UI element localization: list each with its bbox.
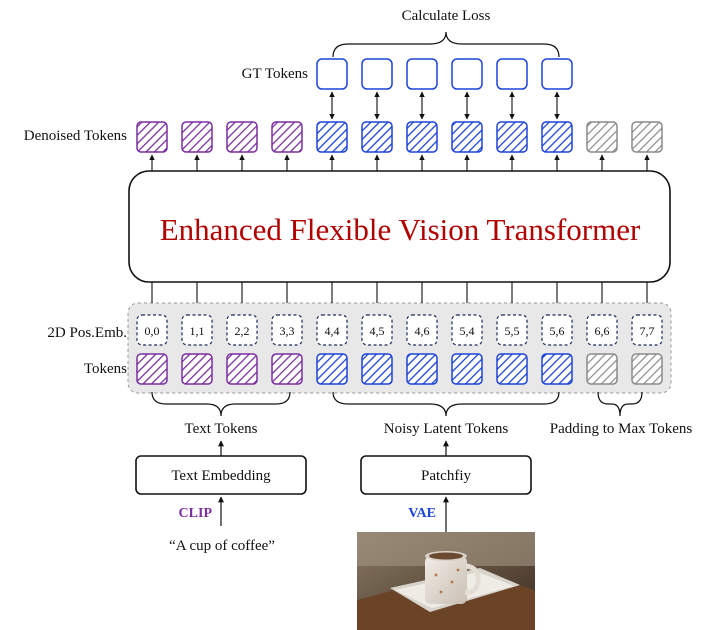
pos-emb-value: 0,0 [145, 324, 160, 338]
padding-tokens-label: Padding to Max Tokens [550, 421, 693, 437]
input-token-latent [541, 353, 573, 385]
input-tokens-row [136, 353, 663, 385]
input-token-latent [451, 353, 483, 385]
pos-emb-box [316, 314, 348, 346]
denoised-token-text [226, 121, 258, 153]
prompt-text: “A cup of coffee” [169, 538, 275, 554]
noisy-latent-tokens-label: Noisy Latent Tokens [384, 421, 509, 437]
denoised-token-latent [361, 121, 393, 153]
pos-emb-box [181, 314, 213, 346]
loss-brace [332, 31, 560, 58]
tokens-row-label: Tokens [84, 361, 127, 377]
pos-emb-box [361, 314, 393, 346]
pos-emb-value: 4,4 [325, 324, 340, 338]
pos-emb-box [451, 314, 483, 346]
pos-emb-value: 4,5 [370, 324, 385, 338]
denoised-tokens-label: Denoised Tokens [24, 128, 127, 144]
input-token-latent [496, 353, 528, 385]
denoised-token-text [136, 121, 168, 153]
denoised-token-latent [406, 121, 438, 153]
gt-token [496, 58, 528, 90]
text-tokens-label: Text Tokens [184, 421, 257, 437]
pos-emb-box [226, 314, 258, 346]
denoised-tokens-row [136, 121, 663, 153]
pos-emb-box [586, 314, 618, 346]
gt-token [361, 58, 393, 90]
transformer-block [128, 170, 671, 283]
output-arrows [149, 154, 650, 171]
text-tokens-brace [151, 391, 291, 417]
input-token-latent [361, 353, 393, 385]
denoised-token-text [181, 121, 213, 153]
pos-emb-box [136, 314, 168, 346]
denoised-token-latent [451, 121, 483, 153]
pos-emb-box [631, 314, 663, 346]
pos-emb-value: 3,3 [280, 324, 295, 338]
gt-token [406, 58, 438, 90]
denoised-token-latent [541, 121, 573, 153]
gt-token [316, 58, 348, 90]
input-token-text [226, 353, 258, 385]
transformer-input-lines [151, 282, 648, 303]
input-token-text [271, 353, 303, 385]
pos-emb-value: 6,6 [595, 324, 610, 338]
gt-token [451, 58, 483, 90]
input-token-latent [316, 353, 348, 385]
input-token-text [136, 353, 168, 385]
text-embedding-label: Text Embedding [171, 468, 271, 484]
pos-emb-value: 5,6 [550, 324, 565, 338]
pos-emb-box [496, 314, 528, 346]
pos-emb-label: 2D Pos.Emb. [47, 325, 127, 341]
input-tokens-container [127, 302, 672, 394]
gt-tokens-label: GT Tokens [242, 66, 308, 82]
patchify-box [360, 455, 532, 495]
gt-tokens-row [316, 58, 573, 120]
patchify-label: Patchfiy [421, 468, 471, 484]
pos-emb-box [406, 314, 438, 346]
pos-emb-value: 2,2 [235, 324, 250, 338]
text-embedding-box [135, 455, 307, 495]
denoised-token-latent [496, 121, 528, 153]
input-token-pad [586, 353, 618, 385]
padding-tokens-brace [597, 391, 643, 417]
input-token-latent [406, 353, 438, 385]
latent-tokens-brace [332, 391, 560, 417]
clip-label: CLIP [179, 506, 213, 521]
calculate-loss-label: Calculate Loss [402, 8, 491, 24]
denoised-token-latent [316, 121, 348, 153]
input-token-pad [631, 353, 663, 385]
denoised-token-pad [586, 121, 618, 153]
pos-emb-row: 0,0 1,1 2,2 3,3 4,4 4,5 4,6 5,4 5,5 5,6 6,6 7,7 [136, 314, 663, 346]
pos-emb-box [271, 314, 303, 346]
coffee-cup-photo [357, 532, 535, 630]
denoised-token-pad [631, 121, 663, 153]
pos-emb-value: 1,1 [190, 324, 205, 338]
gt-token [541, 58, 573, 90]
input-token-text [181, 353, 213, 385]
pos-emb-value: 7,7 [640, 324, 655, 338]
pos-emb-value: 5,5 [505, 324, 520, 338]
pos-emb-value: 4,6 [415, 324, 430, 338]
pos-emb-value: 5,4 [460, 324, 475, 338]
vae-label: VAE [408, 506, 436, 521]
transformer-title: Enhanced Flexible Vision Transformer [160, 212, 641, 247]
pos-emb-box [541, 314, 573, 346]
denoised-token-text [271, 121, 303, 153]
